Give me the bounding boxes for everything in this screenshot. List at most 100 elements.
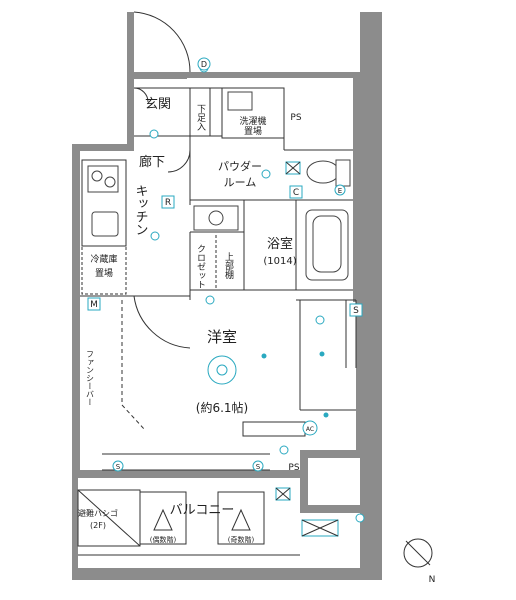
wall: [127, 12, 134, 72]
compass: N: [403, 538, 436, 585]
wall: [187, 72, 359, 78]
label-odd-floor: (奇数階): [228, 535, 255, 544]
label-bathroom: 浴室: [267, 236, 293, 252]
label-upper-storage: 上部棚: [223, 252, 234, 280]
label-even-floor: (偶数階): [150, 535, 177, 544]
label-western-room: 洋室: [207, 328, 237, 346]
wall: [300, 450, 382, 458]
wall: [72, 144, 80, 476]
room-labels: 玄関 下足入 洗濯機 置場 PS 廊下 パウダー ルーム キッチン 浴室 (10…: [78, 97, 302, 544]
outlet-icon: [355, 513, 365, 523]
marker-s-bottom-right: [252, 460, 264, 472]
interior-lines: [77, 11, 357, 556]
toilet-tank: [335, 159, 351, 187]
line: [77, 489, 141, 547]
line: [301, 519, 339, 537]
marker-m-label: M: [90, 300, 98, 310]
compass-label: N: [429, 575, 436, 585]
marker-ac: [302, 420, 318, 436]
label-fridge-1: 冷蔵庫: [90, 253, 117, 265]
range-hood-line: [121, 300, 146, 431]
burner-icon: [104, 176, 116, 188]
wall: [72, 144, 134, 151]
marker-r-label: R: [165, 198, 171, 208]
marker-s-right: [349, 303, 363, 317]
wall: [72, 568, 382, 580]
sensor-icon: [319, 351, 325, 357]
line: [275, 487, 291, 501]
marker-r: [161, 195, 175, 209]
fixtures: [87, 63, 365, 537]
marker-d-label: D: [201, 60, 207, 69]
label-corridor: 廊下: [139, 154, 165, 170]
wall: [300, 450, 308, 510]
walls: [72, 12, 382, 580]
light-icon: [150, 231, 160, 241]
kitchen-sink: [91, 211, 119, 237]
toilet: [306, 160, 340, 184]
marker-m: [87, 297, 101, 311]
ceiling-light-icon: [216, 364, 228, 376]
label-powder-1: パウダー: [218, 159, 262, 173]
wall: [356, 300, 364, 454]
label-ps-top: PS: [290, 113, 301, 123]
compass-arrow-icon: [405, 540, 431, 566]
label-fridge-2: 置場: [95, 267, 113, 279]
markers: D C R M S E AC S S: [87, 57, 363, 472]
marker-s-bottom-left-label: S: [116, 463, 121, 471]
label-ps-bottom: PS: [288, 463, 299, 473]
fridge-space: [81, 245, 127, 295]
label-balcony: バルコニー: [170, 503, 235, 518]
marker-s-right-label: S: [353, 306, 359, 316]
triangle-icon: [231, 508, 251, 531]
marker-s-bottom-right-label: S: [256, 463, 261, 471]
outdoor-unit-odd: [217, 491, 265, 545]
marker-c: [289, 185, 303, 199]
marker-s-bottom-left: [112, 460, 124, 472]
label-escape-ladder-1: 避難ハシゴ: [78, 508, 118, 518]
line: [285, 161, 301, 175]
wall: [300, 505, 382, 513]
door-arc: [167, 149, 191, 173]
label-range-hood: ファンシーバー: [86, 350, 95, 406]
label-western-room-size: (約6.1帖): [196, 400, 248, 415]
outlet-icon: [279, 445, 289, 455]
sensor-icon: [261, 353, 267, 359]
label-washer-2: 置場: [244, 125, 262, 137]
wall: [360, 12, 382, 302]
label-kitchen: キッチン: [133, 184, 148, 236]
marker-d: [197, 57, 211, 71]
marker-e-label: E: [338, 187, 342, 195]
label-escape-ladder-2: (2F): [90, 521, 106, 530]
label-shoe-storage: 下足入: [195, 104, 206, 131]
sensor-icon: [323, 412, 329, 418]
light-icon: [149, 129, 159, 139]
outdoor-unit-even: [139, 491, 187, 545]
label-closet: クロゼット: [195, 244, 206, 289]
marker-c-label: C: [293, 188, 299, 198]
burner-icon: [91, 170, 103, 182]
entrance-door-arc: [133, 11, 191, 73]
marker-e: [334, 184, 346, 196]
wall: [364, 290, 382, 460]
bathtub-inner: [312, 215, 342, 273]
aircon-unit: [242, 421, 306, 437]
wall: [72, 478, 78, 573]
wall: [72, 470, 302, 478]
label-powder-2: ルーム: [224, 176, 257, 189]
wall: [127, 72, 187, 79]
outlet-icon: [315, 315, 325, 325]
light-icon: [205, 295, 215, 305]
label-entrance: 玄関: [145, 97, 171, 112]
room-door-arc: [133, 295, 191, 349]
wall: [127, 72, 134, 148]
vanity-sink: [208, 210, 224, 226]
washer-pan: [227, 91, 253, 111]
door-arc: [133, 87, 149, 103]
label-bathroom-size: (1014): [263, 256, 296, 267]
marker-ac-label: AC: [306, 426, 314, 433]
wall: [360, 450, 382, 580]
compass-ring: [403, 538, 433, 568]
label-washer-1: 洗濯機: [239, 115, 266, 127]
